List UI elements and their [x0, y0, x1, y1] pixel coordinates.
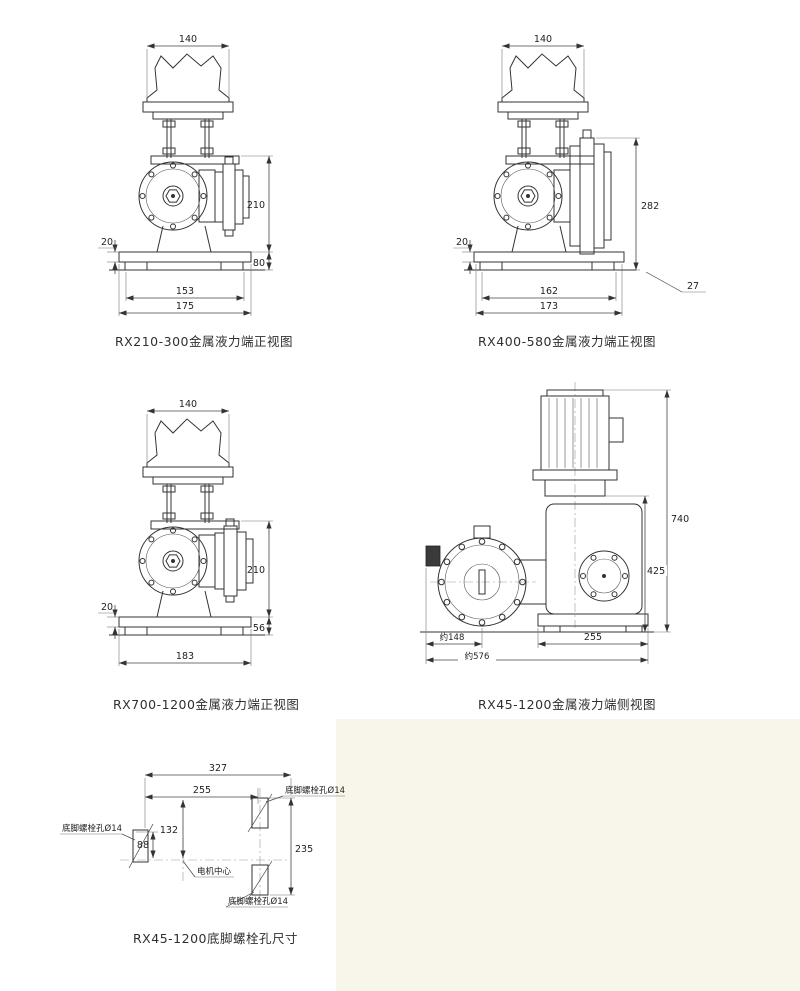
drawing-rx45-1200-side: 740 425 255 约148 约576: [420, 382, 689, 664]
dim-plate: 20: [456, 237, 468, 248]
dim-base: 255: [584, 632, 602, 643]
drawing-rx210-300-front: 140 210 80 20 153 175: [98, 34, 273, 316]
dim-base-outer: 175: [176, 301, 194, 312]
stand-and-base: [109, 225, 265, 271]
dim-right: 27: [687, 281, 699, 292]
drawing-rx400-580-front: 140 282 20 162 173 27: [453, 34, 706, 316]
base: [420, 613, 654, 633]
dim-v1: 132: [160, 825, 178, 836]
label-bolt-hole-bottom: 底脚螺栓孔Ø14: [228, 896, 288, 907]
dim-width-inner: 255: [193, 785, 211, 796]
bearing-cover: [578, 550, 630, 602]
dim-base-outer: 173: [540, 301, 558, 312]
mounting-studs: [162, 119, 214, 158]
caption-rx210-300: RX210-300金属液力端正视图: [115, 334, 293, 349]
motor-break-outline: [497, 53, 589, 120]
dim-total-height: 740: [671, 514, 689, 525]
dim-top-width: 140: [179, 399, 197, 410]
dim-left: 约148: [440, 632, 465, 643]
mounting-studs: [517, 119, 569, 158]
dim-base: 183: [176, 651, 194, 662]
dimensions: 140 210 80 20 153 175: [98, 34, 273, 316]
stand-and-base: [464, 225, 636, 271]
diaphragm-head: [425, 525, 546, 627]
head-top-valve: [473, 525, 491, 539]
dim-plate: 20: [101, 237, 113, 248]
liquid-end-stack: [214, 518, 254, 603]
dim-base-inner: 153: [176, 286, 194, 297]
dim-base-inner: 162: [540, 286, 558, 297]
background-panel: [336, 719, 800, 991]
pump-body: [138, 520, 240, 596]
caption-rx400-580: RX400-580金属液力端正视图: [478, 334, 656, 349]
caption-rx700-1200: RX700-1200金属液力端正视图: [113, 697, 300, 712]
motor-break-outline: [142, 53, 234, 120]
dim-v2: 88: [137, 840, 149, 851]
caption-rx45-1200-side: RX45-1200金属液力端侧视图: [478, 697, 656, 712]
label-bolt-hole-left: 底脚螺栓孔Ø14: [62, 823, 122, 834]
dim-plate: 20: [101, 602, 113, 613]
bolt-slots: [128, 793, 273, 900]
stand-and-base: [109, 590, 265, 636]
dimensions: 140 282 20 162 173 27: [453, 34, 706, 316]
side-fitting: [425, 545, 441, 567]
dim-lower: 80: [253, 258, 265, 269]
dim-height: 210: [247, 200, 265, 211]
mounting-studs: [162, 484, 214, 523]
motor: [532, 389, 624, 497]
dim-height: 210: [247, 565, 265, 576]
terminal-box: [608, 417, 624, 443]
pump-body: [138, 155, 240, 231]
dim-pump-height: 425: [647, 566, 665, 577]
drawing-rx45-1200-bolt-holes: 327 255 132 88 235 底脚螺栓孔Ø14 底脚螺栓孔Ø14 底脚螺…: [60, 763, 345, 908]
dim-v-outer: 235: [295, 844, 313, 855]
liquid-end-stack: [214, 156, 250, 237]
label-motor-center: 电机中心: [197, 866, 232, 877]
dim-lower: 56: [253, 623, 265, 634]
label-bolt-hole-top: 底脚螺栓孔Ø14: [285, 785, 345, 796]
drawing-rx700-1200-front: 140 210 56 20 183: [98, 399, 273, 666]
dim-height: 282: [641, 201, 659, 212]
dimensions: 740 425 255 约148 约576: [425, 389, 689, 664]
dim-overall: 约576: [465, 651, 490, 662]
dimensions: 327 255 132 88 235: [136, 763, 313, 896]
dimensions: 140 210 56 20 183: [98, 399, 273, 666]
caption-bolt-holes: RX45-1200底脚螺栓孔尺寸: [133, 931, 298, 946]
dim-top-width: 140: [534, 34, 552, 45]
pump-body: [493, 155, 595, 231]
motor-break-outline: [142, 418, 234, 485]
dim-top-width: 140: [179, 34, 197, 45]
liquid-end-stack: [569, 129, 612, 255]
labels: 底脚螺栓孔Ø14 底脚螺栓孔Ø14 底脚螺栓孔Ø14 电机中心: [60, 785, 345, 908]
gear-housing: [545, 503, 643, 615]
dim-width-outer: 327: [209, 763, 227, 774]
